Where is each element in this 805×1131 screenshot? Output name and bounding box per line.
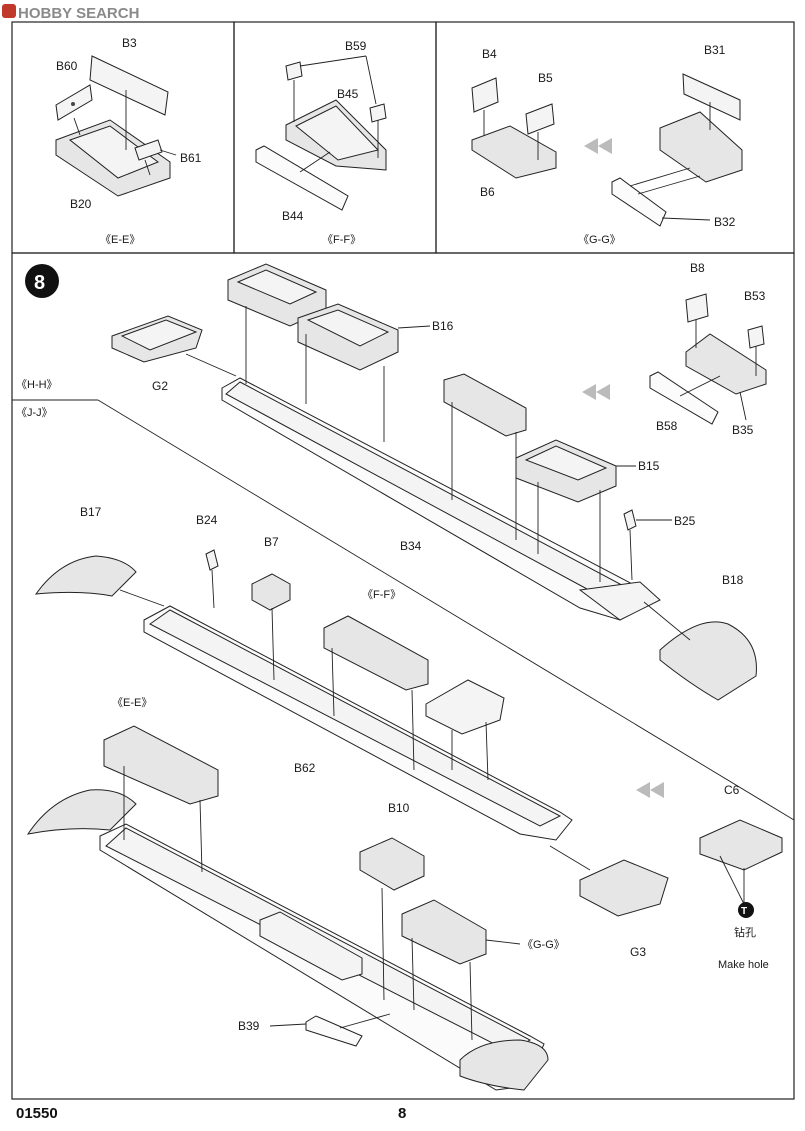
part-b39-bracket (305, 1015, 363, 1047)
label-b62: B62 (294, 761, 316, 775)
panel-ee: B3 B60 B61 B20 《E-E》 (55, 36, 202, 246)
callout-gg-label: 《G-G》 (522, 938, 565, 951)
part-b6-base (471, 125, 557, 179)
panel-gg: B4 B5 B31 B6 B32 《G-G》 (471, 43, 743, 246)
label-b20: B20 (70, 197, 92, 211)
label-b5: B5 (538, 71, 553, 85)
part-b7-box (251, 573, 291, 611)
part-ff-box (323, 615, 429, 691)
label-b6: B6 (480, 185, 495, 199)
part-g2-top (120, 319, 198, 351)
label-b10: B10 (388, 801, 410, 815)
section-hh-label: 《H-H》 (16, 378, 58, 391)
label-g2: G2 (152, 379, 168, 393)
part-b10-tank (359, 837, 425, 891)
footer-page-number: 8 (398, 1105, 406, 1122)
part-b15-top (524, 445, 608, 481)
label-b39: B39 (238, 1019, 260, 1033)
part-b16-tank-a-top (236, 269, 318, 305)
part-lower-fender (26, 789, 137, 835)
part-b4-plate (471, 77, 499, 113)
label-b32: B32 (714, 215, 736, 229)
part-b44-rail (255, 145, 349, 211)
label-b45: B45 (337, 87, 359, 101)
drill-marker-icon (738, 902, 754, 918)
panel-ff-title: 《F-F》 (322, 233, 361, 246)
label-b24: B24 (196, 513, 218, 527)
part-seat-plate (425, 679, 505, 735)
watermark-text: HOBBY SEARCH (18, 5, 139, 22)
part-lower-box (259, 911, 363, 981)
drill-marker-letter: T (741, 906, 747, 917)
part-b5-box (525, 103, 555, 135)
label-b15: B15 (638, 459, 660, 473)
part-b8-plate (685, 293, 709, 323)
part-b58-rail (649, 371, 719, 425)
part-b35-tray (685, 333, 767, 395)
label-b31: B31 (704, 43, 726, 57)
footer-catalog-number: 01550 (16, 1105, 58, 1122)
part-b62-top (149, 609, 562, 827)
part-b24-hook (205, 549, 219, 571)
label-c6: C6 (724, 783, 740, 797)
step-badge: 8 (25, 264, 59, 298)
step-frame (11, 252, 795, 1100)
part-b59-a (285, 61, 303, 81)
drill-note-chinese: 钻孔 (734, 925, 756, 939)
section-jj-label: 《J-J》 (16, 406, 53, 419)
part-b20-floor (68, 125, 160, 179)
label-b58: B58 (656, 419, 678, 433)
part-gg-box (401, 899, 487, 965)
label-b59: B59 (345, 39, 367, 53)
callout-ee-label: 《E-E》 (112, 696, 152, 709)
part-rail-box (443, 373, 527, 437)
panel-ee-title: 《E-E》 (100, 233, 140, 246)
label-g3: G3 (630, 945, 646, 959)
part-b31-tub (659, 111, 743, 183)
label-b17: B17 (80, 505, 102, 519)
label-b3: B3 (122, 36, 137, 50)
part-b32-rail (611, 177, 667, 227)
part-c6-plate (699, 819, 783, 871)
callout-ff-label: 《F-F》 (362, 588, 401, 601)
label-b53: B53 (744, 289, 766, 303)
part-b16-tank-b-top (306, 309, 390, 347)
label-b35: B35 (732, 423, 754, 437)
watermark-logo: HOBBY SEARCH (2, 4, 139, 22)
part-b3-plate (89, 55, 169, 116)
label-b60: B60 (56, 59, 78, 73)
section-divider (97, 399, 795, 821)
label-b8: B8 (690, 261, 705, 275)
label-b34: B34 (400, 539, 422, 553)
part-ee-box (103, 725, 219, 805)
label-b44: B44 (282, 209, 304, 223)
panel-ff: B59 B45 B44 《F-F》 (255, 39, 387, 246)
label-b4: B4 (482, 47, 497, 61)
panel-gg-title: 《G-G》 (578, 233, 621, 246)
hint-arrows-c6 (636, 782, 664, 798)
label-b18: B18 (722, 573, 744, 587)
label-b61: B61 (180, 151, 202, 165)
hh-hint-arrows (582, 384, 610, 400)
step-number: 8 (34, 272, 45, 294)
label-b7: B7 (264, 535, 279, 549)
label-b16: B16 (432, 319, 454, 333)
label-b25: B25 (674, 514, 696, 528)
part-b18-fender (659, 621, 757, 701)
gg-hint-arrows (584, 138, 612, 154)
part-b34-end (578, 581, 661, 621)
part-b61-bracket (134, 139, 163, 161)
part-lower-end-cover (459, 1039, 549, 1091)
part-b17-fender (34, 555, 137, 597)
part-g3-cover (579, 859, 669, 917)
part-b31-plate (682, 73, 741, 121)
part-b59-b (369, 103, 387, 123)
drill-note-english: Make hole (718, 959, 769, 971)
part-b53-bracket (747, 325, 765, 349)
drill-note: T 钻孔 Make hole (718, 902, 769, 971)
part-b25-hook (623, 509, 637, 531)
